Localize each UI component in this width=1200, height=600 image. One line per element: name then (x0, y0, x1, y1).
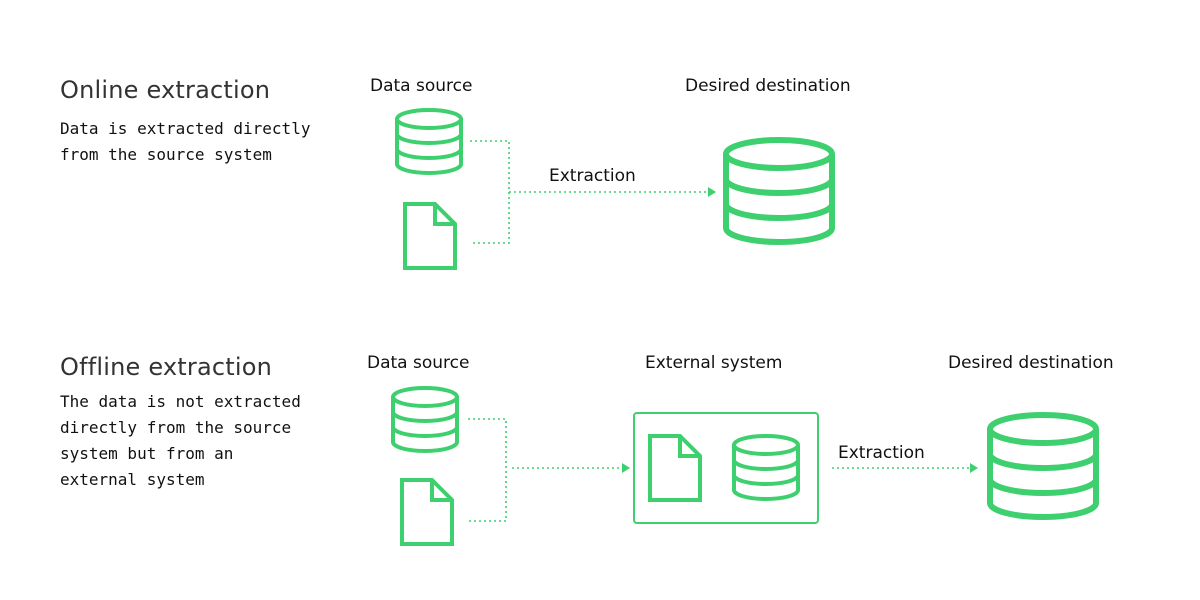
offline-description: The data is not extracted directly from … (60, 392, 301, 489)
offline-destination-arrowhead-icon (970, 463, 978, 473)
file-icon (400, 478, 454, 546)
database-icon (732, 434, 800, 501)
offline-external-label: External system (645, 353, 783, 373)
online-title: Online extraction (60, 76, 271, 104)
external-system-box (633, 412, 819, 524)
file-icon (648, 434, 702, 502)
online-description: Data is extracted directly from the sour… (60, 119, 311, 164)
online-destination-label: Desired destination (685, 76, 851, 96)
database-icon (987, 412, 1099, 520)
online-arrowhead-icon (708, 187, 716, 197)
database-icon (391, 386, 459, 453)
offline-source-label: Data source (367, 353, 470, 373)
offline-destination-label: Desired destination (948, 353, 1114, 373)
offline-external-arrowhead-icon (622, 463, 630, 473)
offline-source-db-connector (468, 418, 507, 522)
offline-extraction-label: Extraction (838, 443, 925, 463)
online-source-db-connector (470, 140, 510, 244)
offline-title: Offline extraction (60, 353, 273, 381)
online-source-label: Data source (370, 76, 473, 96)
online-extraction-label: Extraction (549, 166, 636, 186)
database-icon (723, 137, 835, 245)
database-icon (395, 108, 463, 175)
file-icon (403, 202, 457, 270)
